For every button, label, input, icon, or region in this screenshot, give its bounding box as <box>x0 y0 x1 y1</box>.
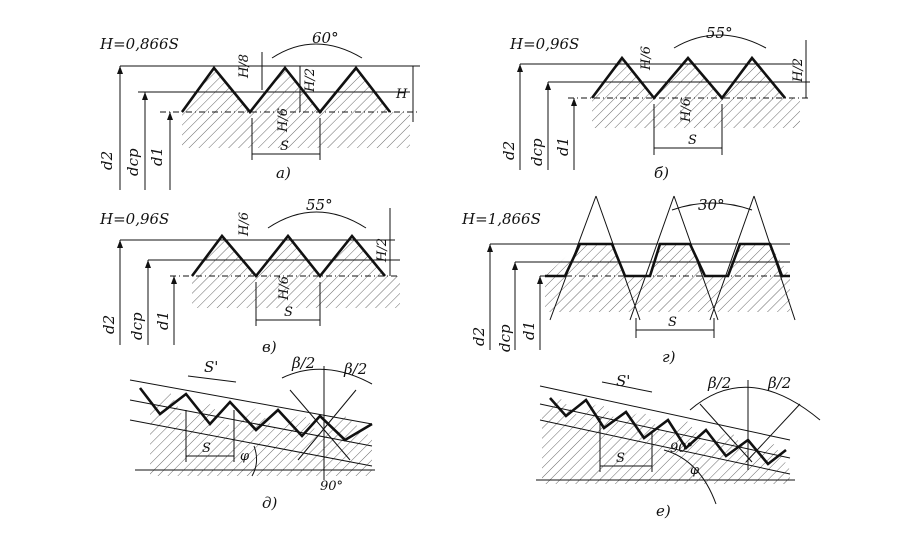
label-dcp-g: dcp <box>496 324 514 352</box>
label-d1-v: d1 <box>154 311 172 330</box>
label-dcp-a: dcp <box>124 148 142 176</box>
angle-arc-v <box>267 211 367 229</box>
flank-extension-lines-g <box>549 195 796 321</box>
label-S-v: S <box>284 305 293 320</box>
formula-a: H=0,866S <box>99 35 179 53</box>
label-S-g: S <box>668 315 677 330</box>
angle-arc-a <box>271 43 363 59</box>
thread-profile-v <box>190 233 387 279</box>
hatched-body-a <box>182 68 410 148</box>
label-phi-e: φ <box>690 463 700 478</box>
label-S-b: S <box>688 133 697 148</box>
dim-arrows-b <box>517 64 577 106</box>
label-h2-v: H/2 <box>375 238 390 263</box>
angle-label-a: 60° <box>312 29 339 47</box>
label-d1-b: d1 <box>554 137 572 156</box>
hatched-body-b <box>592 58 800 128</box>
phi-arc-d <box>251 445 258 477</box>
line-outer-d <box>129 379 373 425</box>
caption-g: г) <box>662 348 676 366</box>
label-h2-b: H/2 <box>791 58 806 83</box>
caption-v: в) <box>262 338 277 356</box>
label-h2-a: H/2 <box>303 68 318 93</box>
label-b2a-e: β/2 <box>707 374 731 392</box>
hatched-body-e <box>542 398 790 484</box>
figure-b: H=0,96S H/6 H/6 H/2 S 55° d2 dcp d1 б) <box>500 24 810 182</box>
line-inner-d <box>129 419 373 467</box>
label-phi-d: φ <box>240 449 250 464</box>
label-d2-a: d2 <box>98 151 116 170</box>
label-S-d: S <box>202 441 211 456</box>
dim-arrows-a <box>117 66 173 120</box>
figure-a: H=0,866S H/8 H/2 H/6 H S 60° d2 dcp d1 а… <box>98 29 420 190</box>
label-d2-v: d2 <box>100 315 118 334</box>
hatched-body-g <box>545 244 790 312</box>
hatched-body-v <box>192 236 400 308</box>
dim-arrows-v <box>117 240 177 284</box>
angle-label-b: 55° <box>706 24 733 42</box>
label-Sp-d: S' <box>204 358 218 376</box>
caption-e: е) <box>656 502 671 520</box>
phi-arc-e <box>663 449 717 505</box>
label-dcp-v: dcp <box>128 312 146 340</box>
label-b2b-d: β/2 <box>343 360 367 378</box>
label-d2-b: d2 <box>500 141 518 160</box>
label-S-a: S <box>280 139 289 154</box>
label-Sp-e: S' <box>616 372 630 390</box>
thread-profile-b <box>590 55 787 101</box>
label-H-a: H <box>395 87 408 102</box>
caption-a: а) <box>276 164 291 182</box>
angle-arc-e <box>689 386 821 421</box>
dim-Sp-e <box>601 381 653 393</box>
label-dcp-b: dcp <box>528 138 546 166</box>
label-d1-a: d1 <box>148 147 166 166</box>
angle-arc-g <box>671 202 753 211</box>
label-d1-g: d1 <box>520 321 538 340</box>
formula-g: H=1,866S <box>461 210 541 228</box>
thread-profile-a <box>180 65 392 115</box>
label-h6b-v: H/6 <box>277 276 292 301</box>
label-h6-a: H/6 <box>276 108 291 133</box>
label-h6b-b: H/6 <box>679 98 694 123</box>
label-90-e: 90° <box>670 441 693 456</box>
label-h6a-b: H/6 <box>639 46 654 71</box>
label-S-e: S <box>616 451 625 466</box>
flank-line-1-d <box>289 389 351 461</box>
label-b2a-d: β/2 <box>291 354 315 372</box>
angle-arc-b <box>673 34 767 49</box>
figure-e: S' S φ β/2 β/2 90° е) <box>536 372 821 520</box>
flank-line-2-d <box>297 389 357 461</box>
label-d2-g: d2 <box>470 327 488 346</box>
label-90-d: 90° <box>320 479 343 494</box>
dim-Sp-d <box>187 375 237 383</box>
figure-d: S' S φ β/2 β/2 90° д) <box>129 354 375 512</box>
angle-label-g: 30° <box>698 196 725 214</box>
label-h6a-v: H/6 <box>237 212 252 237</box>
label-b2b-e: β/2 <box>767 374 791 392</box>
angle-label-v: 55° <box>306 196 333 214</box>
flank-line-2-e <box>745 403 801 463</box>
figure-g: H=1,866S S 30° d2 dcp d1 г) <box>461 195 796 366</box>
formula-v: H=0,96S <box>99 210 169 228</box>
figure-v: H=0,96S H/6 H/6 H/2 S 55° d2 dcp d1 в) <box>99 196 400 356</box>
flank-line-1-e <box>699 403 753 463</box>
angle-arc-d <box>281 368 373 385</box>
formula-b: H=0,96S <box>509 35 579 53</box>
caption-b: б) <box>654 164 669 182</box>
caption-d: д) <box>262 494 278 512</box>
label-h8-a: H/8 <box>237 54 252 79</box>
dim-arrows-g <box>487 244 543 284</box>
